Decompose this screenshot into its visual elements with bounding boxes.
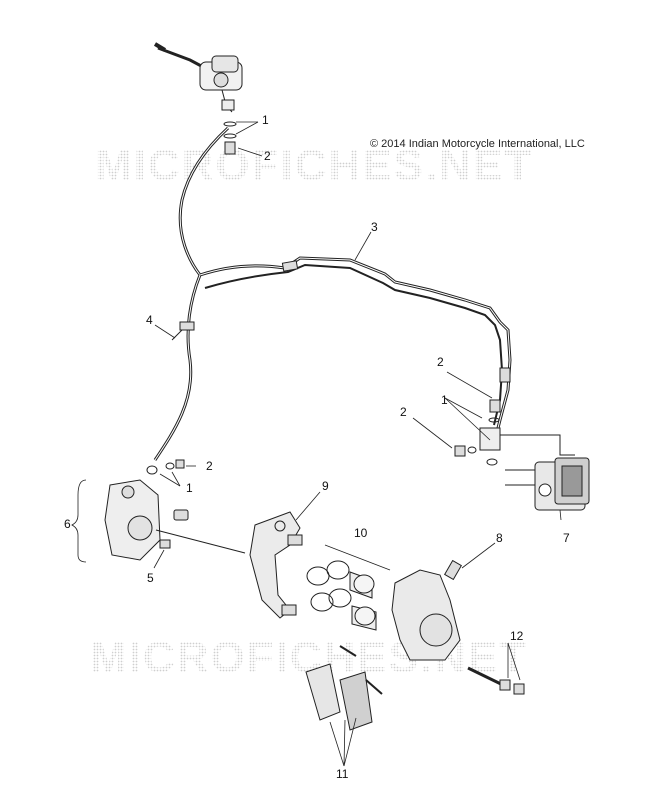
callout-8: 8 [496, 531, 503, 545]
banjo-fitting-bottom [146, 459, 185, 475]
caliper-bracket [249, 511, 303, 619]
brake-line-assembly [199, 256, 512, 441]
banjo-fitting-top [223, 121, 237, 155]
callout-1-top: 1 [262, 113, 269, 127]
callout-10: 10 [354, 526, 368, 540]
callout-12: 12 [510, 629, 524, 643]
callout-2-right-lower: 2 [400, 405, 407, 419]
abs-modulator [500, 434, 590, 511]
piston-seal-kit [306, 560, 377, 631]
pad-pin-kit [467, 666, 525, 695]
master-cylinder [153, 42, 243, 113]
callout-1-left: 1 [186, 481, 193, 495]
callout-9: 9 [322, 479, 329, 493]
callout-1-right: 1 [441, 393, 448, 407]
callout-2-left: 2 [206, 459, 213, 473]
callout-5: 5 [147, 571, 154, 585]
caliper-housing [391, 559, 463, 661]
watermark-top: MICROFICHES.NET [95, 141, 533, 190]
callout-3: 3 [371, 220, 378, 234]
bracket-brace-6 [71, 479, 87, 563]
callout-4: 4 [146, 313, 153, 327]
caliper-assembly-left [104, 479, 246, 561]
copyright-notice: © 2014 Indian Motorcycle International, … [370, 138, 585, 150]
lower-brake-hose [153, 274, 202, 461]
callout-2-right-upper: 2 [437, 355, 444, 369]
brake-pads [305, 645, 383, 731]
callout-6: 6 [64, 517, 71, 531]
callout-11: 11 [336, 767, 349, 781]
leader-lines [153, 121, 562, 767]
callout-2-top: 2 [264, 149, 271, 163]
callout-7: 7 [563, 531, 570, 545]
banjo-fitting-right [454, 399, 501, 466]
